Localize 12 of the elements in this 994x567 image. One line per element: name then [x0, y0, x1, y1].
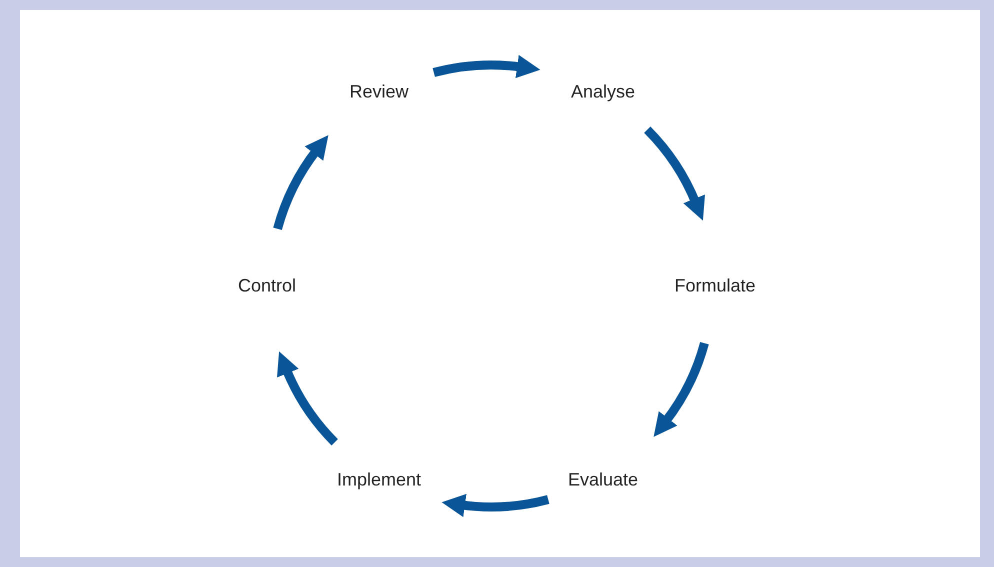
arrow	[442, 494, 550, 517]
arrow	[273, 134, 328, 230]
stage-label: Formulate	[674, 274, 756, 298]
stage-label: Analyse	[570, 80, 636, 104]
arrow	[432, 55, 540, 78]
arrow	[644, 126, 705, 220]
stage-label: Implement	[336, 468, 422, 492]
arrow	[654, 342, 709, 438]
arrow	[277, 352, 338, 446]
stage-label: Review	[349, 80, 409, 104]
stage-label: Evaluate	[568, 468, 638, 492]
stage-label: Control	[238, 274, 296, 298]
